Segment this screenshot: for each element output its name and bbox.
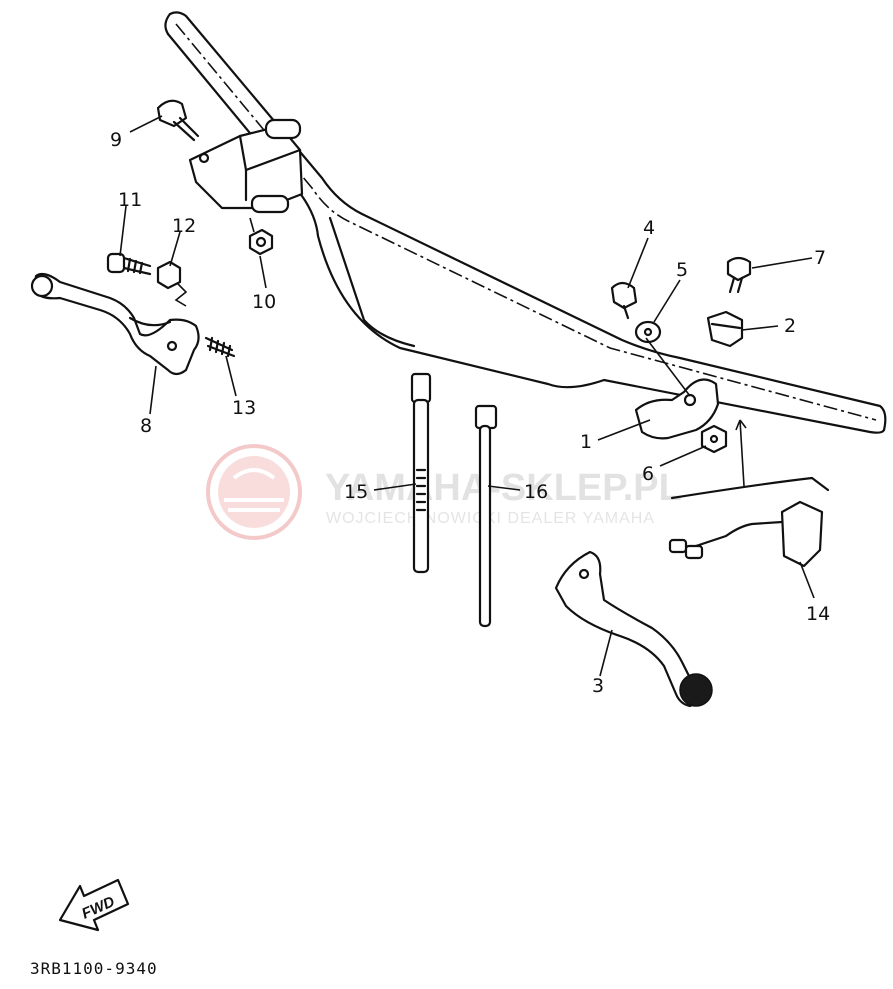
callout-7: 7 [814, 247, 826, 269]
callout-5: 5 [676, 259, 688, 281]
nut-12 [156, 260, 188, 307]
lever-8 [30, 272, 200, 376]
cable-tie-15 [410, 372, 432, 574]
bolt-9 [156, 99, 200, 142]
fwd-arrow-icon: FWD [58, 878, 130, 932]
callout-10: 10 [252, 291, 276, 313]
lever-3 [554, 550, 713, 708]
callout-8: 8 [140, 415, 152, 437]
handlebar-holder [188, 118, 304, 214]
bolt-4 [610, 281, 638, 320]
callout-14: 14 [806, 603, 830, 625]
clamp-2 [706, 310, 744, 348]
callout-12: 12 [172, 215, 196, 237]
watermark-logo-icon [206, 444, 302, 540]
callout-2: 2 [784, 315, 796, 337]
cable-tie-16 [474, 404, 498, 628]
spring-13 [204, 336, 236, 358]
bolt-11 [106, 252, 152, 276]
callout-6: 6 [642, 463, 654, 485]
lever-bracket-1 [634, 337, 720, 440]
nut-6 [700, 424, 728, 454]
callout-13: 13 [232, 397, 256, 419]
callouts: 9 11 12 10 13 8 4 5 7 2 1 6 15 16 14 3 [110, 129, 830, 697]
switch-14 [668, 419, 830, 568]
callout-16: 16 [524, 481, 548, 503]
bolt-7 [726, 256, 752, 294]
drawing-code: 3RB1100-9340 [30, 959, 158, 978]
callout-3: 3 [592, 675, 604, 697]
callout-9: 9 [110, 129, 122, 151]
handlebar [164, 11, 887, 434]
nut-10 [248, 217, 274, 256]
watermark: YAMAHA-SKLEP.PL WOJCIECH NOWICKI DEALER … [206, 444, 682, 540]
washer-5 [634, 320, 662, 344]
callout-4: 4 [643, 217, 655, 239]
leader-lines [119, 115, 815, 677]
callout-11: 11 [118, 189, 142, 211]
callout-1: 1 [580, 431, 592, 453]
callout-15: 15 [344, 481, 368, 503]
